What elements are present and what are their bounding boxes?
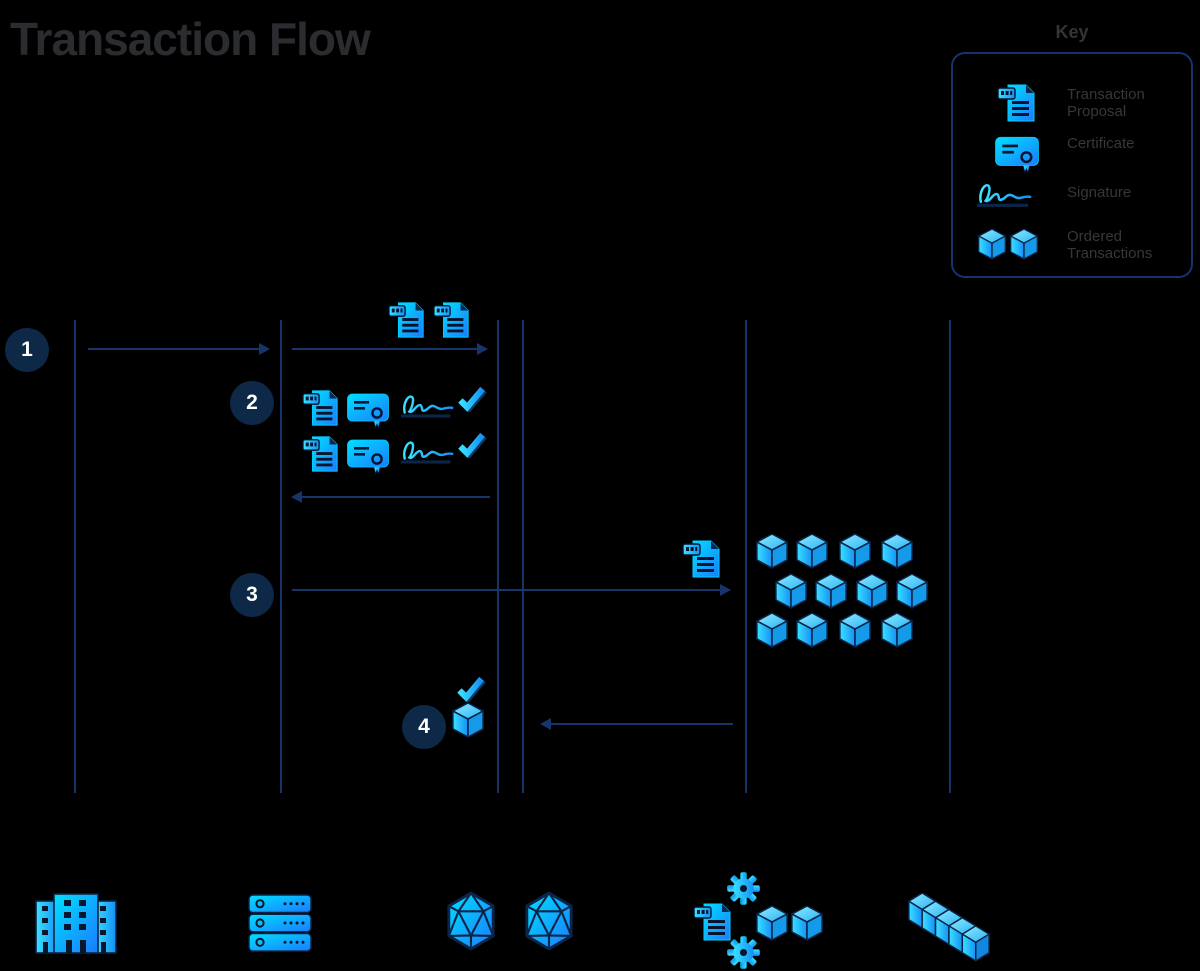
arrowhead-right-icon [477, 343, 488, 355]
ordered-transaction-cube-icon [880, 611, 914, 649]
smart-contract-icosahedron-icon [522, 890, 576, 952]
smart-contract-icosahedron-icon [444, 890, 498, 952]
key-item-label: Signature [1067, 184, 1132, 201]
arrowhead-right-icon [720, 584, 731, 596]
step-4-badge: 4 [402, 705, 446, 749]
ordered-transaction-cube-icon [814, 572, 848, 610]
transaction-proposal-icon [388, 300, 426, 340]
check-icon [456, 675, 486, 702]
ordered-transactions-icon [1009, 227, 1039, 261]
check-icon [457, 431, 487, 458]
key-item-label: Transaction Proposal [1067, 86, 1145, 121]
organization-building-icon [34, 892, 118, 956]
ordered-transaction-cube-icon [838, 532, 872, 570]
lane-peer [280, 320, 282, 793]
step-1-badge: 1 [5, 328, 49, 372]
ordered-transaction-cube-icon [838, 611, 872, 649]
arrowhead-right-icon [259, 343, 270, 355]
ordered-transaction-cube-icon [795, 532, 829, 570]
lane-ordering-service [745, 320, 747, 793]
ordered-transaction-cube-icon [755, 532, 789, 570]
ordered-transaction-cube-icon [755, 904, 789, 942]
ordered-transaction-cube-icon [795, 611, 829, 649]
key-panel [951, 52, 1193, 278]
lane-client-application [74, 320, 76, 793]
certificate-icon [994, 134, 1040, 174]
peer-server-icon [247, 893, 313, 953]
arrow-step2-return [302, 496, 490, 498]
signature-icon [400, 438, 456, 466]
transaction-proposal-icon [997, 82, 1037, 124]
check-icon [457, 385, 487, 412]
ordered-transaction-cube-icon [774, 572, 808, 610]
transaction-proposal-icon [433, 300, 471, 340]
signature-icon [976, 180, 1034, 210]
certificate-icon [346, 391, 390, 429]
transaction-proposal-icon [302, 388, 340, 428]
blockchain-ledger-icon [902, 893, 998, 963]
transaction-proposal-icon [302, 434, 340, 474]
key-item-label: Certificate [1067, 135, 1135, 152]
lane-ledger [949, 320, 951, 793]
ordered-transaction-cube-icon [855, 572, 889, 610]
ordered-transaction-cube-icon [755, 611, 789, 649]
transaction-proposal-icon [682, 538, 722, 580]
arrow-step1-b [292, 348, 478, 350]
key-item-label: Ordered Transactions [1067, 228, 1153, 263]
ordered-transaction-cube-icon [790, 904, 824, 942]
key-title: Key [1055, 22, 1089, 42]
arrowhead-left-icon [291, 491, 302, 503]
ordered-transactions-icon [977, 227, 1007, 261]
step-2-badge: 2 [230, 381, 274, 425]
arrow-step3 [292, 589, 721, 591]
step-3-badge: 3 [230, 573, 274, 617]
page-title: Transaction Flow [10, 13, 371, 65]
arrow-step1-a [88, 348, 259, 350]
ordered-transaction-cube-icon [895, 572, 929, 610]
arrowhead-left-icon [540, 718, 551, 730]
certificate-icon [346, 437, 390, 475]
ordered-transaction-cube-icon [880, 532, 914, 570]
signature-icon [400, 392, 456, 420]
lane-smart-contract-1 [497, 320, 499, 793]
validated-block-cube-icon [451, 701, 485, 739]
lane-smart-contract-2 [522, 320, 524, 793]
arrow-step4 [551, 723, 733, 725]
